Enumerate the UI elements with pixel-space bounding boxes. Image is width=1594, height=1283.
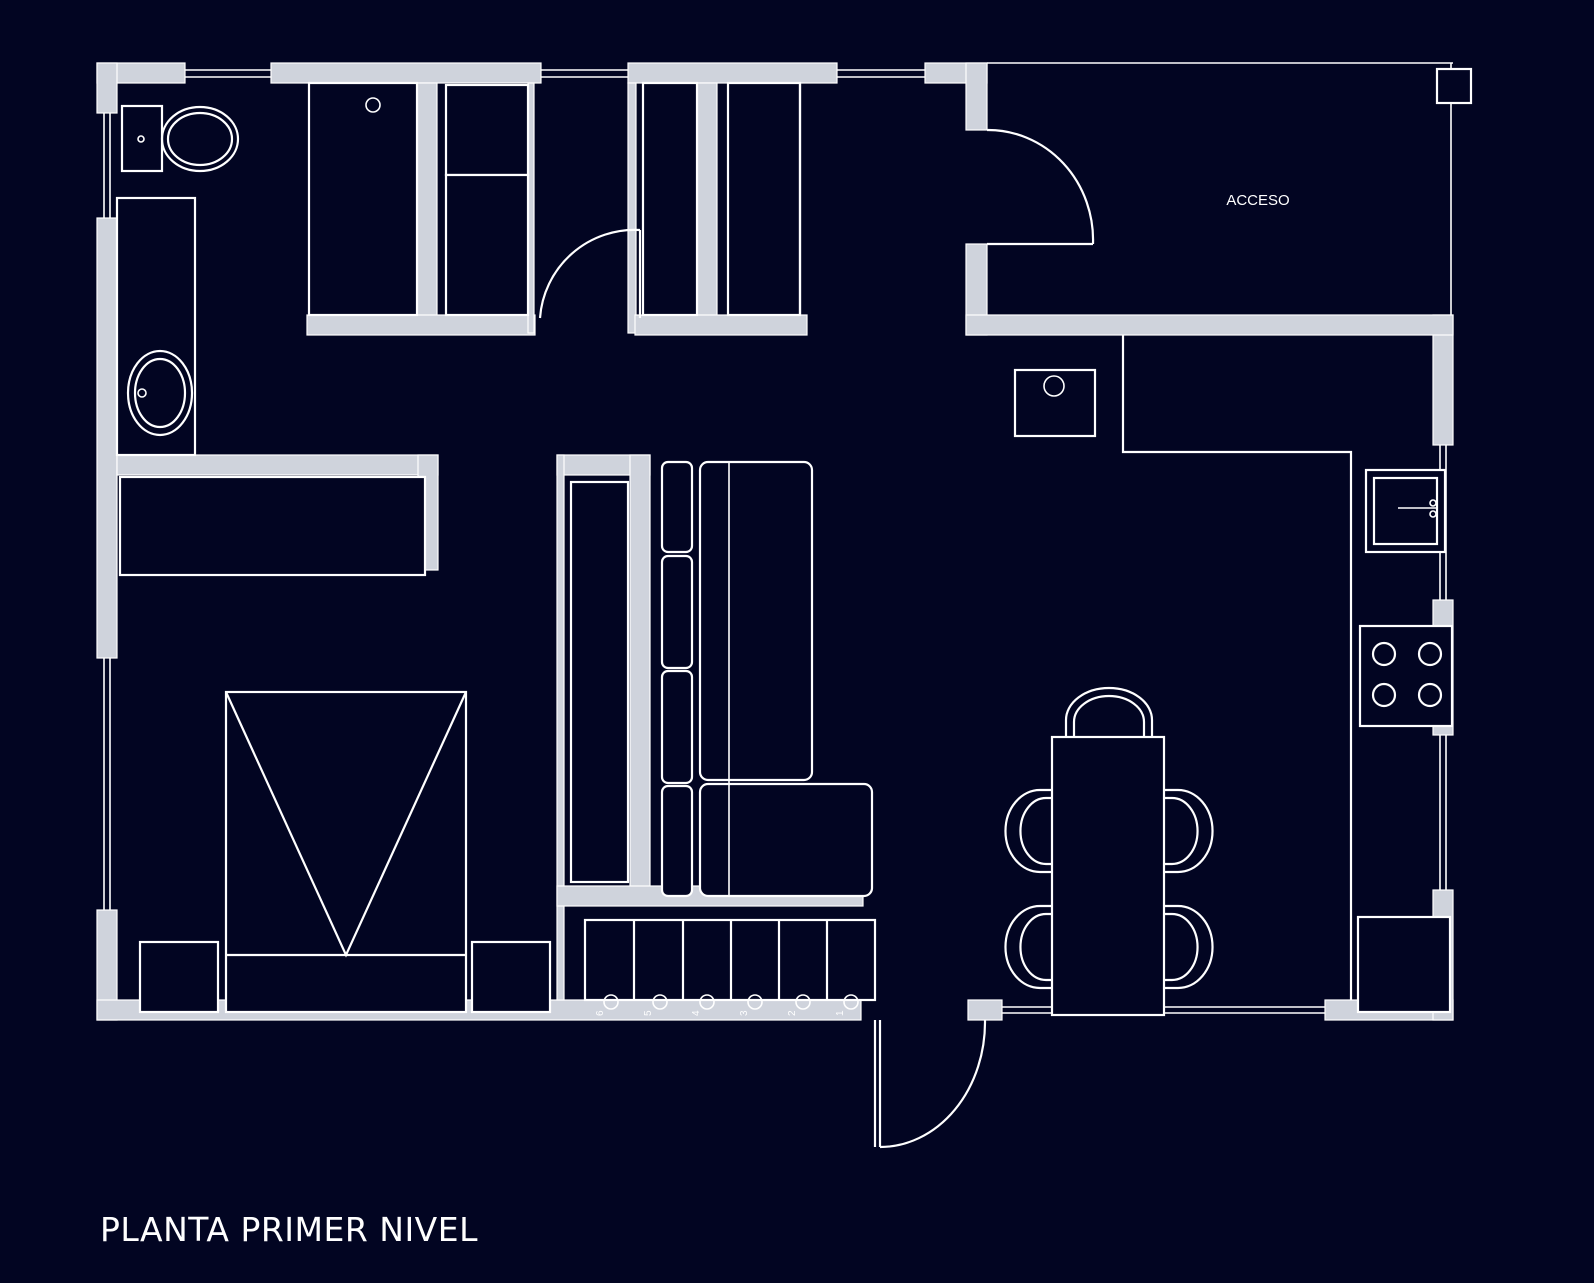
bathroom: [115, 104, 240, 457]
closet-b-lower: [444, 173, 530, 317]
chair-top: [1064, 686, 1154, 737]
wall-living-left: [556, 454, 565, 1001]
wall-closet-bottom-1: [306, 314, 536, 336]
toilet-flush-icon: [137, 135, 145, 143]
kitchen-sink-bowl: [1372, 476, 1439, 546]
stair-marker-icon: [699, 994, 715, 1010]
wall-living-right: [629, 454, 651, 896]
closet-a: [307, 81, 419, 317]
wall-left-1: [96, 62, 118, 114]
cooktop: [1358, 624, 1454, 728]
burner-icon: [1417, 682, 1443, 708]
wall-closet-1: [416, 82, 438, 334]
chair-right-2: [1164, 904, 1214, 990]
bottom-door-swing[interactable]: [879, 1019, 987, 1149]
stair-marker-icon: [603, 994, 619, 1010]
sofa-cushion: [660, 460, 694, 554]
chair-right-1-inner: [1164, 796, 1199, 866]
chair-right-1: [1164, 788, 1214, 874]
nightstand-right: [470, 940, 552, 1014]
tv-console: [569, 480, 630, 884]
stair-step-number: 3: [739, 1010, 750, 1016]
wall-top-2: [270, 62, 542, 84]
wall-closet-3: [627, 82, 637, 334]
wall-closet-bottom-2: [634, 314, 808, 336]
sofa-chaise: [698, 782, 874, 898]
closet-c: [641, 81, 699, 317]
doors: [873, 128, 1095, 1149]
chair-top-inner: [1072, 694, 1146, 737]
stair-step-number: 6: [595, 1010, 606, 1016]
nightstand-left: [138, 940, 220, 1014]
vanity-counter: [115, 196, 197, 457]
washing-machine: [1013, 368, 1097, 438]
bedroom: [118, 475, 552, 1014]
access-area: ACCESO: [1226, 67, 1473, 209]
stair-step-numbers: 6 5 4 3 2 1: [595, 1010, 846, 1016]
stair-step-number: 2: [787, 1010, 798, 1016]
dining-table: [1050, 735, 1166, 1017]
sofa-cushion: [660, 669, 694, 785]
stair-marker-icon: [795, 994, 811, 1010]
stair-step-number: 1: [835, 1010, 846, 1016]
wall-left-2: [96, 217, 118, 659]
wall-bottom-2: [967, 999, 1003, 1021]
toilet-tank: [120, 104, 164, 173]
faucet-handle-icon: [1429, 510, 1437, 518]
burner-icon: [1417, 641, 1443, 667]
closet-b-upper: [444, 83, 530, 177]
wall-bedroom-top: [116, 454, 439, 476]
closet-d: [726, 81, 802, 317]
kitchen: [1013, 335, 1454, 1014]
stair-step-number: 5: [643, 1010, 654, 1016]
stair-marker-icon: [843, 994, 859, 1010]
wall-access-bottom: [965, 314, 1454, 336]
faucet-handle-icon: [1429, 499, 1437, 507]
plan-title: PLANTA PRIMER NIVEL: [100, 1210, 478, 1249]
wall-top-3: [627, 62, 838, 84]
bedroom-wardrobe: [118, 475, 427, 577]
access-door-swing[interactable]: [986, 128, 1095, 245]
sofa-cushion: [660, 784, 694, 898]
sink-basin: [126, 349, 194, 437]
stair-marker-icon: [747, 994, 763, 1010]
stair-marker-icon: [652, 994, 668, 1010]
closet-fixture-icon: [365, 97, 381, 113]
sink-drain-icon: [137, 388, 147, 398]
stair-step-number: 4: [691, 1010, 702, 1016]
burner-icon: [1371, 641, 1397, 667]
wall-access-upper: [965, 62, 988, 131]
toilet-bowl: [160, 105, 240, 173]
bed: [224, 690, 468, 1014]
sofa-cushion: [660, 554, 694, 670]
chair-left-1-inner: [1019, 796, 1054, 866]
chair-left-2-inner: [1019, 912, 1054, 982]
column-marker: [1435, 67, 1473, 105]
sink-inner: [133, 357, 187, 429]
closet-door-swing[interactable]: [538, 228, 641, 319]
kitchen-counter-outline: [1121, 335, 1353, 1000]
chair-left-2: [1004, 904, 1054, 990]
staircase: 6 5 4 3 2 1: [583, 918, 877, 1016]
chair-right-2-inner: [1164, 912, 1199, 982]
sofa-seat: [698, 460, 814, 782]
washer-drum-icon: [1043, 375, 1065, 397]
access-label: ACCESO: [1226, 192, 1289, 209]
toilet-seat: [166, 111, 234, 167]
dining-area: [1004, 686, 1214, 1017]
refrigerator: [1356, 915, 1452, 1014]
wall-closet-4: [696, 82, 718, 334]
burner-icon: [1371, 682, 1397, 708]
closets: [307, 81, 802, 319]
chair-left-1: [1004, 788, 1054, 874]
living-area: [569, 460, 874, 898]
